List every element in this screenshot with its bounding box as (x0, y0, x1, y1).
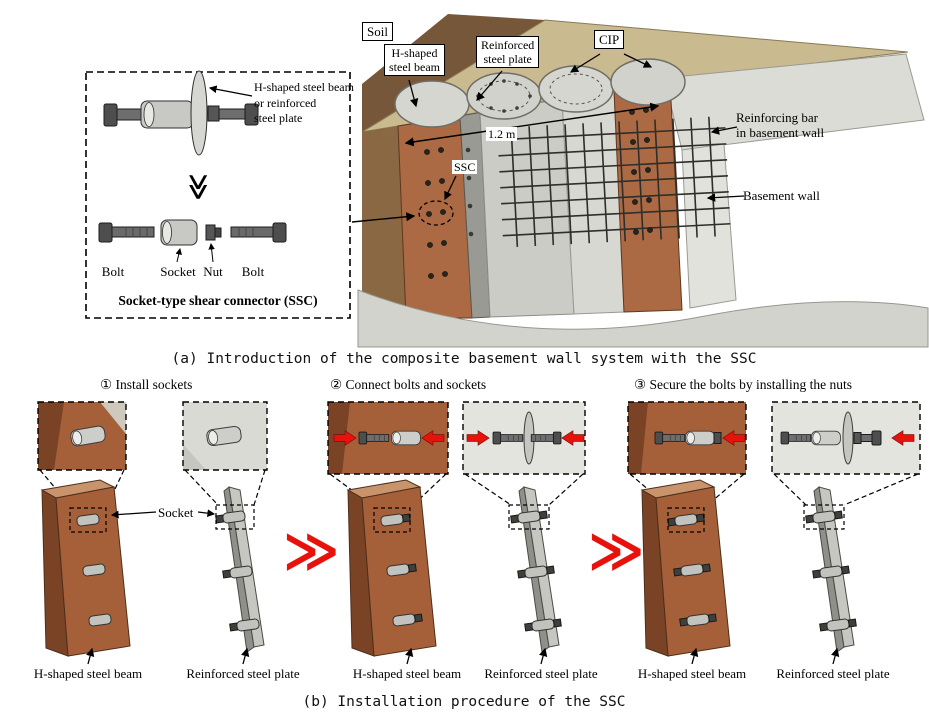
rebar-label-line1: Reinforcing bar (736, 110, 818, 125)
red-chevron-icon-2: ≫ (588, 519, 645, 582)
exploded-parts (98, 219, 287, 246)
step3-beam-callout (627, 401, 747, 475)
ssc-box-title: Socket-type shear connector (SSC) (118, 293, 318, 308)
caption-a: (a) Introduction of the composite baseme… (171, 351, 757, 367)
basement-wall-arrow (706, 193, 745, 202)
down-chevron-icon: ≫ (183, 173, 213, 201)
soil-front-strip (362, 126, 406, 318)
caption-b: (b) Installation procedure of the SSC (302, 694, 626, 710)
step3-header: ③ Secure the bolts by installing the nut… (634, 377, 852, 392)
ssc-box-to-wall-arrow (351, 212, 416, 223)
ssc-detail-box (85, 70, 351, 319)
assembled-connector (103, 70, 259, 156)
column-label-arrows (86, 647, 840, 665)
plate-bolts (465, 147, 474, 237)
step2-plate-callout (462, 401, 586, 475)
ssc-arrow (444, 175, 457, 201)
cip-label: CIP (594, 30, 625, 50)
step2-beam-callout (327, 401, 449, 475)
wall-view-arrows (351, 53, 745, 223)
step3-plate-column (771, 401, 921, 653)
h-beam-label-line2: steel beam (389, 60, 440, 75)
column-label-2: Reinforced steel plate (186, 666, 300, 681)
soil-label: Soil (362, 22, 393, 42)
step2-header: ② Connect bolts and sockets (330, 377, 487, 392)
excavation-curve (357, 289, 929, 348)
part-label-socket: Socket (160, 264, 196, 279)
h-beam-label: H-shaped steel beam (384, 44, 445, 77)
rebar-arrow (710, 126, 738, 135)
step1-plate-callout (182, 401, 268, 471)
assembly-label-line3: steel plate (254, 111, 303, 126)
assembly-label-arrow (208, 85, 253, 97)
h-beam-label-line1: H-shaped (391, 46, 438, 60)
beam1-bolt-pairs (424, 147, 448, 279)
part-label-bolt-left: Bolt (101, 264, 125, 279)
wall-3d-illustration (351, 14, 929, 348)
red-chevron-icon-1: ≫ (283, 519, 340, 582)
cip-arrow-left (569, 53, 601, 73)
column-label-3: H-shaped steel beam (352, 666, 462, 681)
socket-pointer-arrows (110, 509, 216, 519)
column-label-5: H-shaped steel beam (637, 666, 747, 681)
column-label-6: Reinforced steel plate (776, 666, 890, 681)
part-label-nut: Nut (203, 264, 223, 279)
assembly-label: H-shaped steel beam or reinforced steel … (254, 80, 354, 127)
h-beam-arrow (408, 79, 419, 108)
column-label-4: Reinforced steel plate (484, 666, 598, 681)
dimension-arrow (404, 102, 660, 147)
column-label-1: H-shaped steel beam (33, 666, 143, 681)
step3-plate-callout (771, 401, 921, 475)
rebar-label: Reinforcing bar in basement wall (736, 110, 824, 141)
socket-pointer-label: Socket (158, 505, 194, 520)
reinforced-plate-label: Reinforced steel plate (476, 36, 540, 69)
part-label-leaders (175, 243, 215, 263)
dimension-label: 1.2 m (486, 127, 518, 142)
step1-header: ① Install sockets (100, 377, 193, 392)
assembly-label-line1: H-shaped steel beam (254, 80, 354, 94)
plate-label-line1: Reinforced (481, 38, 535, 52)
basement-wall-label: Basement wall (743, 188, 820, 203)
step1-plate-column (182, 401, 268, 653)
part-label-bolt-right: Bolt (241, 264, 265, 279)
ssc-dashed-circle (418, 200, 454, 226)
rebar-label-line2: in basement wall (736, 125, 825, 141)
plate-arrow (476, 70, 503, 101)
cip-arrow-right (623, 53, 653, 68)
plate-label-line2: steel plate (483, 52, 532, 67)
step1-beam-column (37, 401, 131, 657)
ssc-label: SSC (452, 160, 478, 175)
assembly-label-line2: or reinforced (254, 95, 317, 110)
step2-plate-column (462, 401, 586, 653)
step2-beam-column (327, 401, 449, 657)
basement-wall-top (663, 53, 925, 151)
step1-beam-callout (37, 401, 127, 471)
step3-beam-column (627, 401, 747, 657)
